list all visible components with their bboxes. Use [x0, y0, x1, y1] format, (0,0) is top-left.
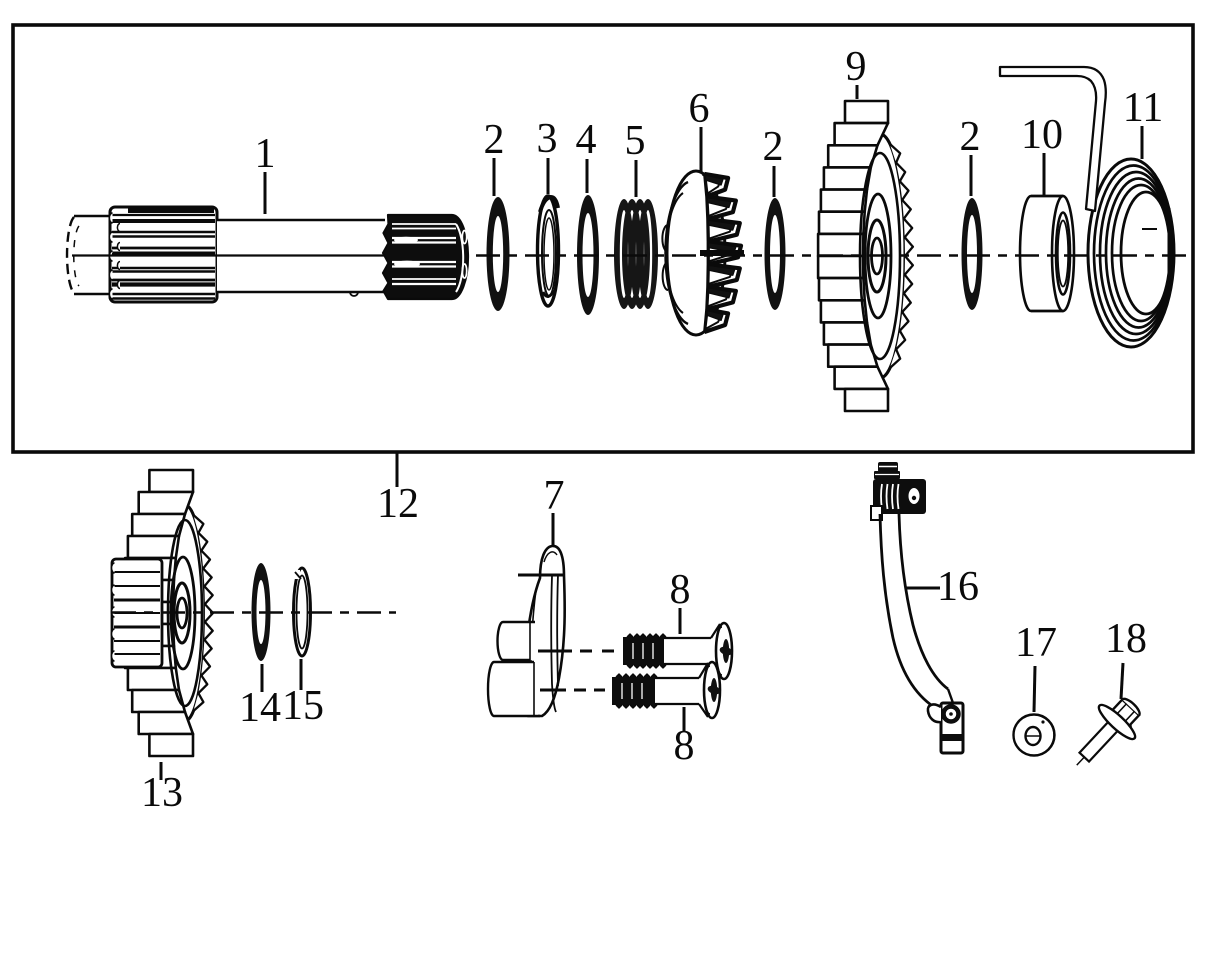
svg-text:13: 13 — [141, 770, 183, 816]
svg-text:7: 7 — [544, 473, 565, 519]
svg-text:2: 2 — [763, 124, 784, 170]
svg-text:12: 12 — [377, 481, 419, 527]
svg-text:14: 14 — [239, 685, 281, 731]
svg-text:1: 1 — [255, 131, 276, 177]
svg-text:4: 4 — [576, 117, 597, 163]
svg-text:9: 9 — [846, 44, 867, 90]
svg-text:2: 2 — [960, 114, 981, 160]
svg-text:2: 2 — [484, 117, 505, 163]
svg-text:17: 17 — [1015, 620, 1057, 666]
svg-text:16: 16 — [937, 564, 979, 610]
svg-text:18: 18 — [1105, 616, 1147, 662]
svg-text:3: 3 — [537, 116, 558, 162]
svg-text:8: 8 — [670, 567, 691, 613]
svg-text:6: 6 — [689, 86, 710, 132]
svg-text:5: 5 — [625, 118, 646, 164]
svg-text:10: 10 — [1021, 112, 1063, 158]
svg-text:15: 15 — [282, 683, 324, 729]
svg-text:11: 11 — [1123, 85, 1163, 131]
svg-text:8: 8 — [674, 723, 695, 769]
